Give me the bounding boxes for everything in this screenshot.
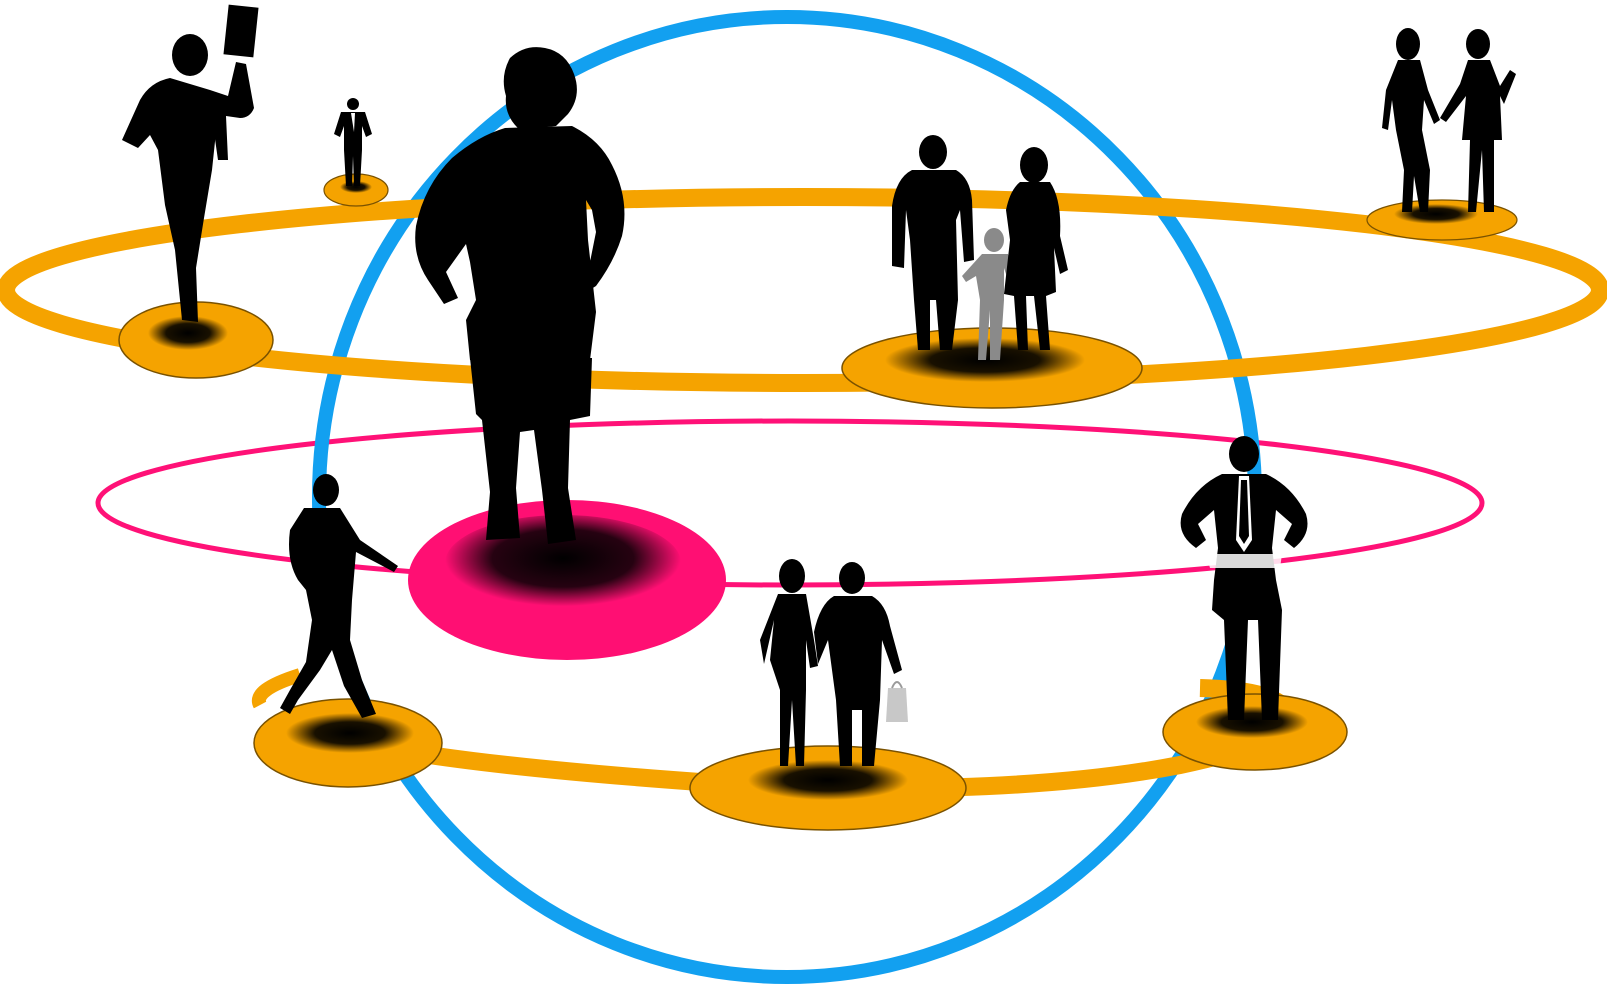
silhouette-businessman: [1180, 436, 1308, 720]
platform-walking-man: [253, 698, 443, 788]
silhouette-central-man: [415, 47, 625, 544]
shopping-bag-icon: [886, 681, 908, 722]
platform-businessman: [1162, 693, 1348, 771]
platform-woman-sign: [118, 301, 274, 379]
silhouette-two-women-left: [1382, 28, 1440, 212]
upper-orange-orbit: [0, 188, 1607, 392]
lower-orange-orbit-back: [251, 668, 303, 709]
platform-small-businessman: [323, 173, 389, 207]
silhouette-small-businessman: [334, 98, 372, 186]
platform-central-pink: [408, 500, 726, 660]
silhouette-family-child: [962, 228, 1016, 360]
platform-two-women: [1366, 199, 1518, 241]
silhouette-couple-woman: [760, 559, 818, 766]
platform-family: [841, 327, 1143, 409]
silhouette-walking-man: [280, 474, 398, 718]
platform-couple: [689, 745, 967, 831]
silhouette-two-women-right: [1440, 29, 1516, 212]
silhouette-woman-holding-sign: [122, 4, 259, 322]
silhouette-family-father: [892, 135, 974, 350]
silhouette-family-mother: [1004, 147, 1068, 350]
silhouette-couple-man: [814, 562, 902, 766]
